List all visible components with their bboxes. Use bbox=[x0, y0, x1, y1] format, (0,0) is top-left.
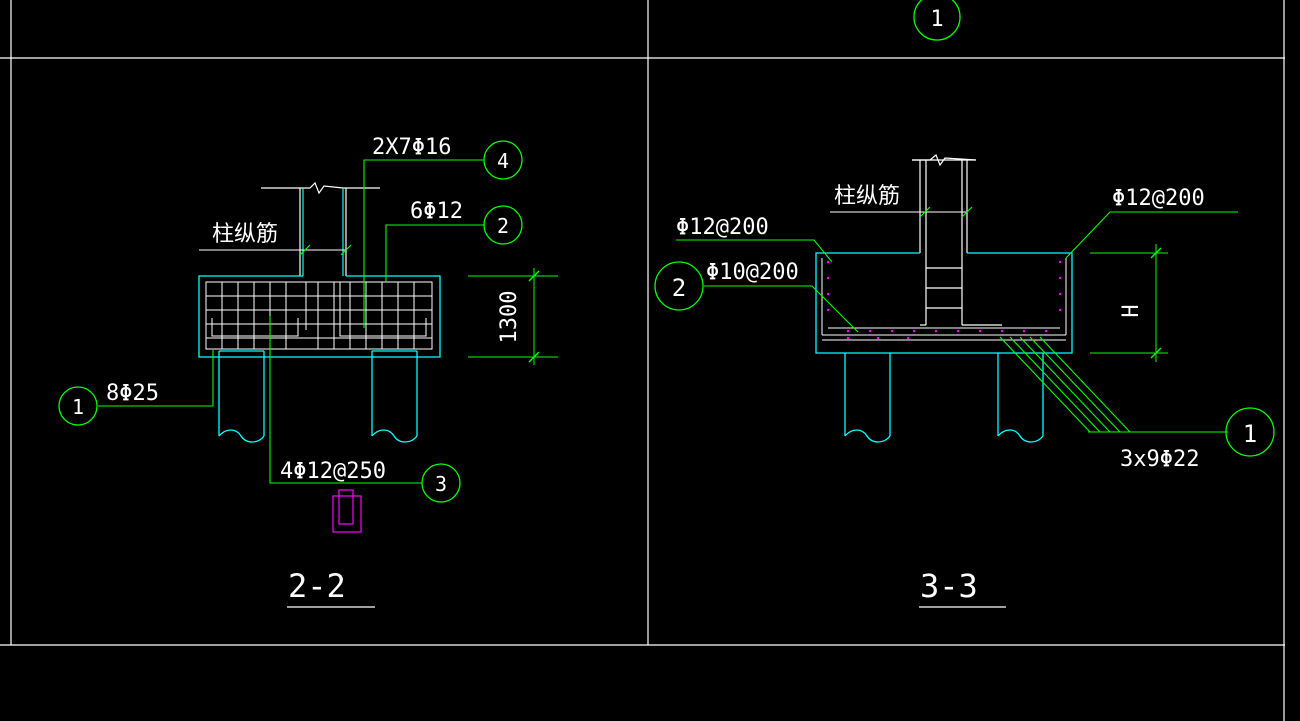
dimension-2-2: 1300 bbox=[468, 268, 558, 365]
section-title-text-2-2: 2-2 bbox=[288, 567, 346, 605]
callout-number-4: 4 bbox=[497, 149, 509, 173]
callout-2-2-2: 6Φ12 2 bbox=[410, 199, 523, 245]
col-rebar-label-2-2: 柱纵筋 bbox=[199, 222, 352, 256]
col-rebar-text-2-2: 柱纵筋 bbox=[212, 222, 278, 247]
callout-1-2-2: 8Φ25 1 bbox=[58, 381, 159, 426]
callout-number-2-3-3: 2 bbox=[672, 274, 686, 302]
stirrup-detail-2-2 bbox=[332, 489, 362, 533]
top-callout-number: 1 bbox=[930, 7, 943, 32]
section-title-3-3: 3-3 bbox=[919, 567, 1006, 608]
callout-phi12-200-left: Φ12@200 bbox=[676, 215, 769, 240]
rebar-cage-2-2 bbox=[205, 281, 433, 350]
section-3-3: 柱纵筋 H Φ12@200 Φ12@20 bbox=[654, 154, 1275, 608]
callout-text-phi12-200-right: Φ12@200 bbox=[1112, 186, 1205, 211]
callout-text-4-phi12-250: 4Φ12@250 bbox=[280, 459, 386, 484]
section-2-2: 柱纵筋 1300 2X7Φ16 4 6Φ12 2 bbox=[58, 135, 558, 608]
column-3-3 bbox=[912, 154, 1002, 326]
callout-phi12-200-right: Φ12@200 bbox=[1112, 186, 1205, 211]
pile-cap-2-2 bbox=[198, 275, 441, 358]
piles-2-2 bbox=[218, 350, 418, 443]
callout-number-1-3-3: 1 bbox=[1243, 420, 1257, 448]
top-callout-bubble: 1 bbox=[913, 0, 961, 41]
callout-text-8-phi25: 8Φ25 bbox=[106, 381, 159, 406]
dimension-text-3-3: H bbox=[1119, 304, 1144, 317]
pile-cap-3-3 bbox=[815, 252, 1073, 354]
callout-text-2x7-phi16: 2X7Φ16 bbox=[372, 135, 451, 160]
callout-number-3: 3 bbox=[435, 472, 447, 496]
column-2-2 bbox=[261, 181, 380, 276]
dimension-text-2-2: 1300 bbox=[497, 291, 522, 344]
rebar-3-3 bbox=[821, 258, 1067, 341]
callout-number-1: 1 bbox=[72, 395, 84, 419]
callout-text-phi12-200-left: Φ12@200 bbox=[676, 215, 769, 240]
leaders-2-2 bbox=[98, 159, 485, 484]
col-rebar-text-3-3: 柱纵筋 bbox=[834, 184, 900, 209]
piles-3-3 bbox=[844, 353, 1044, 443]
leaders-3-3 bbox=[676, 211, 1238, 433]
rebar-dots-3-3 bbox=[826, 260, 1062, 340]
callout-3-2-2: 4Φ12@250 3 bbox=[280, 459, 461, 503]
section-title-2-2: 2-2 bbox=[287, 567, 375, 608]
col-rebar-label-3-3: 柱纵筋 bbox=[830, 184, 973, 218]
callout-text-phi10-200: Φ10@200 bbox=[706, 260, 799, 285]
callout-1-3-3: 3x9Φ22 1 bbox=[1120, 407, 1275, 472]
callout-2-3-3: Φ10@200 2 bbox=[654, 260, 799, 311]
dimension-3-3: H bbox=[1090, 244, 1168, 362]
callout-4-2-2: 2X7Φ16 4 bbox=[372, 135, 523, 180]
callout-text-6-phi12: 6Φ12 bbox=[410, 199, 463, 224]
callout-text-3x9-phi22: 3x9Φ22 bbox=[1120, 447, 1199, 472]
section-title-text-3-3: 3-3 bbox=[920, 567, 978, 605]
callout-number-2: 2 bbox=[497, 214, 509, 238]
